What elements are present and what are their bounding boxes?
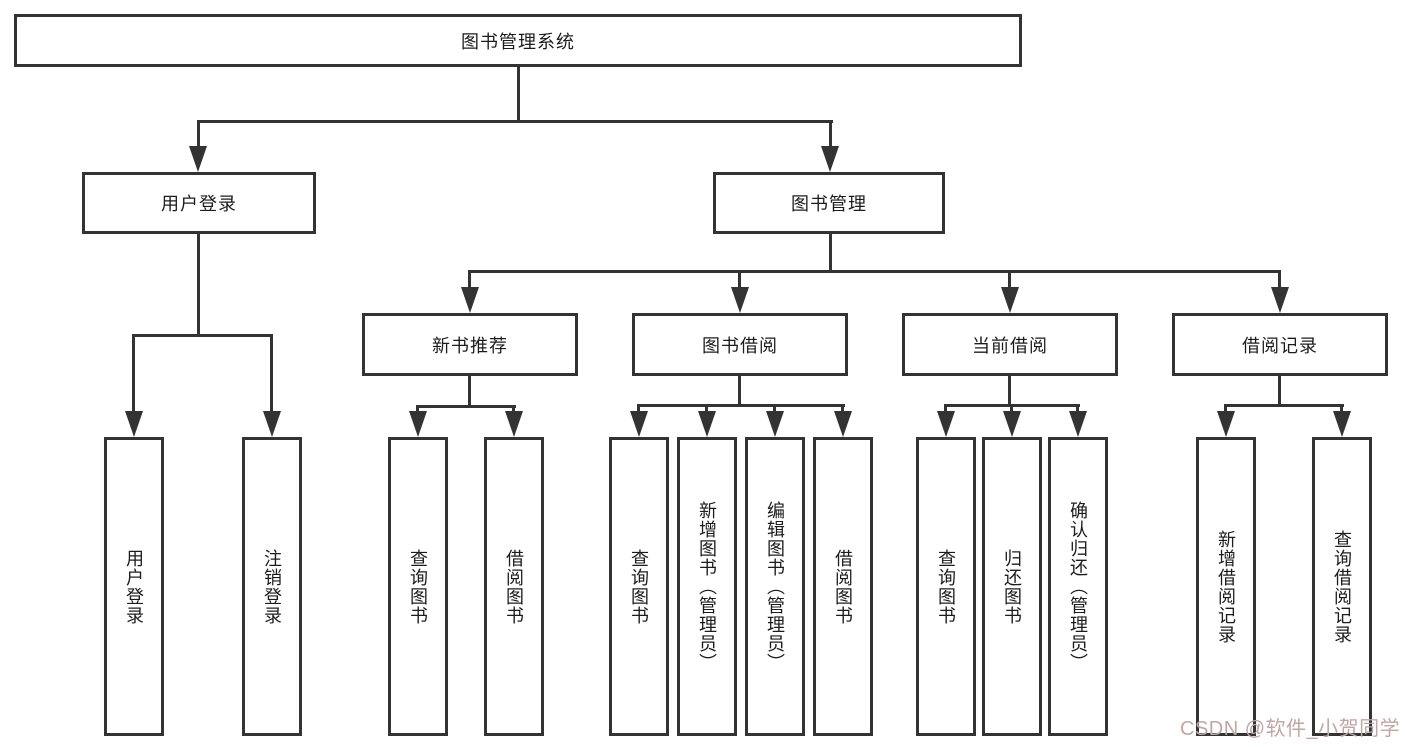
connector-line (705, 404, 708, 414)
leaf-label: 查询图书 (936, 548, 956, 625)
connector-line (637, 404, 640, 414)
leaf-label: 新增借阅记录 (1216, 529, 1236, 644)
connector-line (1224, 404, 1344, 407)
leaf-logout: 注销登录 (242, 437, 302, 736)
node-label: 用户登录 (161, 194, 237, 214)
arrow-down-icon (1001, 287, 1019, 313)
connector-line (197, 120, 833, 123)
arrow-down-icon (937, 411, 955, 437)
connector-line (829, 120, 832, 149)
leaf-label: 编辑图书（管理员） (765, 501, 785, 672)
connector-line (270, 334, 273, 414)
connector-line (773, 404, 776, 414)
connector-line (132, 334, 135, 414)
connector-line (944, 404, 947, 414)
connector-line (197, 120, 200, 149)
leaf-label: 借阅图书 (833, 548, 853, 625)
leaf-query-book-current: 查询图书 (916, 437, 976, 736)
leaf-borrow-book-recommend: 借阅图书 (484, 437, 544, 736)
node-label: 图书管理系统 (461, 31, 575, 52)
leaf-label: 查询借阅记录 (1332, 529, 1352, 644)
leaf-user-login: 用户登录 (104, 437, 164, 736)
node-borrowing-records: 借阅记录 (1172, 313, 1388, 376)
node-label: 图书借阅 (702, 335, 778, 356)
leaf-return-book: 归还图书 (982, 437, 1042, 736)
connector-line (468, 270, 471, 290)
leaf-confirm-return-admin: 确认归还（管理员） (1048, 437, 1108, 736)
node-user-login: 用户登录 (82, 172, 316, 234)
connector-line (1278, 270, 1281, 290)
arrow-down-icon (189, 146, 207, 172)
leaf-label: 查询图书 (408, 548, 428, 625)
arrow-down-icon (834, 411, 852, 437)
node-book-management-system: 图书管理系统 (14, 14, 1022, 67)
connector-line (1340, 404, 1343, 414)
arrow-down-icon (505, 411, 523, 437)
arrow-down-icon (263, 411, 281, 437)
leaf-borrow-book: 借阅图书 (813, 437, 873, 736)
arrow-down-icon (1217, 411, 1235, 437)
leaf-label: 注销登录 (262, 548, 282, 625)
node-current-borrowing: 当前借阅 (902, 313, 1118, 376)
node-book-management: 图书管理 (713, 172, 945, 234)
arrow-down-icon (1003, 411, 1021, 437)
arrow-down-icon (1069, 411, 1087, 437)
leaf-add-borrow-record: 新增借阅记录 (1196, 437, 1256, 736)
connector-line (829, 234, 832, 273)
arrow-down-icon (630, 411, 648, 437)
connector-line (517, 67, 520, 122)
arrow-down-icon (698, 411, 716, 437)
node-label: 当前借阅 (972, 335, 1048, 356)
node-book-borrowing: 图书借阅 (632, 313, 848, 376)
connector-line (468, 376, 471, 407)
arrow-down-icon (766, 411, 784, 437)
connector-line (841, 404, 844, 414)
csdn-watermark: CSDN @软件_小贺同学 (1180, 718, 1401, 740)
connector-line (132, 334, 273, 337)
connector-line (197, 234, 200, 336)
leaf-query-borrow-record: 查询借阅记录 (1312, 437, 1372, 736)
leaf-label: 借阅图书 (504, 548, 524, 625)
connector-line (738, 376, 741, 406)
connector-line (468, 270, 1281, 273)
arrow-down-icon (1333, 411, 1351, 437)
leaf-label: 查询图书 (629, 548, 649, 625)
connector-line (416, 405, 419, 414)
node-label: 借阅记录 (1242, 335, 1318, 356)
node-label: 新书推荐 (432, 335, 508, 356)
node-new-book-recommendation: 新书推荐 (362, 313, 578, 376)
arrow-down-icon (821, 146, 839, 172)
leaf-edit-book-admin: 编辑图书（管理员） (745, 437, 805, 736)
arrow-down-icon (409, 411, 427, 437)
connector-line (1076, 404, 1079, 414)
leaf-label: 用户登录 (124, 548, 144, 625)
connector-line (738, 270, 741, 290)
arrow-down-icon (1271, 287, 1289, 313)
arrow-down-icon (731, 287, 749, 313)
connector-line (637, 404, 845, 407)
connector-line (1224, 404, 1227, 414)
leaf-add-book-admin: 新增图书（管理员） (677, 437, 737, 736)
connector-line (416, 405, 516, 408)
connector-line (512, 405, 515, 414)
leaf-query-book-recommend: 查询图书 (388, 437, 448, 736)
leaf-label: 归还图书 (1002, 548, 1022, 625)
connector-line (1010, 404, 1013, 414)
connector-line (1278, 376, 1281, 406)
arrow-down-icon (125, 411, 143, 437)
connector-line (1008, 270, 1011, 290)
node-label: 图书管理 (791, 194, 867, 214)
leaf-label: 确认归还（管理员） (1068, 501, 1088, 672)
connector-line (1008, 376, 1011, 406)
leaf-label: 新增图书（管理员） (697, 501, 717, 672)
leaf-query-book-borrowing: 查询图书 (609, 437, 669, 736)
arrow-down-icon (461, 287, 479, 313)
